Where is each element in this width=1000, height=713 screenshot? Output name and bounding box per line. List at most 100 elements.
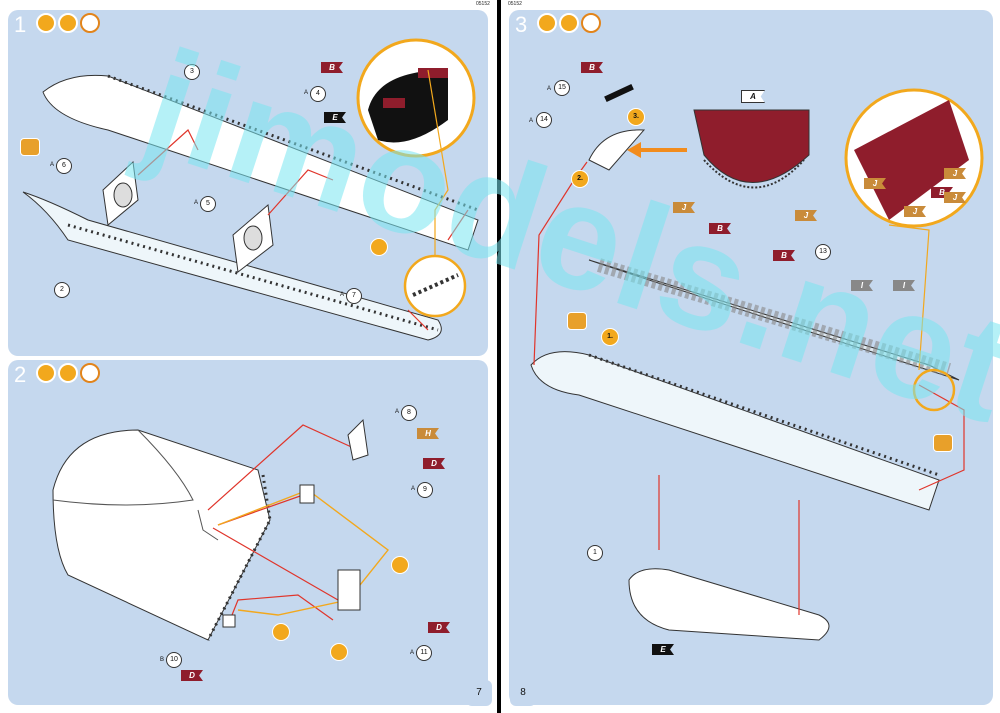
step-3-number: 3 xyxy=(515,12,528,37)
step-2-red-guides xyxy=(207,424,359,626)
part-6-hole xyxy=(113,182,133,208)
flag-d-1: D xyxy=(423,458,445,469)
step-2-icons xyxy=(36,363,100,383)
flag-j-3: J xyxy=(944,168,966,179)
part-14-callout: 14 xyxy=(536,112,552,128)
page-code-left: 05152 xyxy=(476,1,490,7)
part-2-callout: 2 xyxy=(54,282,70,298)
flag-b-1: B xyxy=(581,62,603,73)
stern-section xyxy=(52,429,271,641)
detail-b-left xyxy=(383,98,405,108)
page-number-right: 8 xyxy=(510,680,536,706)
part-9-prefix: A xyxy=(411,486,416,492)
flag-e: E xyxy=(652,644,674,655)
flag-i-2: I xyxy=(893,280,915,291)
part-7-callout: 7 xyxy=(346,288,362,304)
part-5-prefix: A xyxy=(194,200,199,206)
part-10-callout: 10 xyxy=(166,652,182,668)
flag-j-6: J xyxy=(864,178,886,189)
paint-brush-icon xyxy=(370,238,388,256)
clock-icon xyxy=(581,13,601,33)
part-9-shape xyxy=(299,484,315,504)
step-1-panel: 1 3 A 4 A 6 A 5 A 7 2 B E xyxy=(8,10,488,356)
substep-1-badge: 1. xyxy=(601,328,619,346)
glue-icon xyxy=(58,13,78,33)
step-3-panel: 3 A 15 A 14 13 1 B A J B J B xyxy=(509,10,993,705)
substep-2-badge: 2. xyxy=(571,170,589,188)
part-11-shape xyxy=(337,569,361,611)
step-2-panel: 2 A 8 A 9 B 10 A 11 H D D D xyxy=(8,360,488,705)
bow-guide xyxy=(533,161,588,366)
flag-j-2: J xyxy=(795,210,817,221)
brush-icon xyxy=(537,13,557,33)
part-8-shape xyxy=(347,418,369,461)
step-2-illustration xyxy=(52,418,389,641)
hull-lower-portholes xyxy=(67,223,439,332)
part-8-prefix: A xyxy=(395,409,400,415)
part-13-callout: 13 xyxy=(815,244,831,260)
glue-tube-icon xyxy=(20,138,40,156)
hull-deck-edge xyxy=(588,353,940,477)
part-10-prefix: B xyxy=(160,657,165,663)
detail-2-portholes xyxy=(412,273,459,297)
paint-brush-icon xyxy=(330,643,348,661)
part-4-prefix: A xyxy=(304,90,309,96)
assembled-hull xyxy=(530,351,940,511)
part-3-callout: 3 xyxy=(184,64,200,80)
stern-guide xyxy=(918,384,965,491)
step-1-number: 1 xyxy=(14,12,27,37)
step-3-icons xyxy=(537,13,601,33)
part-14-prefix: A xyxy=(529,118,534,124)
rudder-mount xyxy=(197,509,219,541)
flag-j-5: J xyxy=(904,206,926,217)
detail-connector xyxy=(427,69,449,256)
deck-grid xyxy=(596,258,952,377)
part-15-shape xyxy=(604,83,634,103)
step-2-orange-guides xyxy=(217,489,389,616)
step-3-illustration xyxy=(530,83,984,641)
flag-e: E xyxy=(324,112,346,123)
detail-part-4 xyxy=(368,70,448,143)
clock-icon xyxy=(80,363,100,383)
glue-tube-icon xyxy=(567,312,587,330)
step-1-icons xyxy=(36,13,100,33)
step-1-illustration xyxy=(22,38,479,341)
flag-b: B xyxy=(321,62,343,73)
stand-guides xyxy=(658,475,800,615)
part-11-callout: 11 xyxy=(416,645,432,661)
part-1-stand xyxy=(628,568,830,641)
stern-lines xyxy=(52,429,194,506)
detail-circle-2 xyxy=(403,254,467,318)
part-5-hole xyxy=(243,225,263,251)
bow-detail-maroon xyxy=(693,109,810,183)
paint-brush-icon xyxy=(272,623,290,641)
flag-j-4: J xyxy=(944,192,966,203)
part-6-prefix: A xyxy=(50,162,55,168)
part-7-prefix: A xyxy=(340,292,345,298)
part-9-callout: 9 xyxy=(417,482,433,498)
detail-4-connector xyxy=(888,224,930,371)
part-10-shape xyxy=(222,614,236,628)
flag-h: H xyxy=(417,428,439,439)
flag-d-2: D xyxy=(428,622,450,633)
step-2-number: 2 xyxy=(14,362,27,387)
page-number-left: 7 xyxy=(466,680,492,706)
brush-icon xyxy=(36,13,56,33)
glue-icon xyxy=(58,363,78,383)
glue-tube-icon xyxy=(933,434,953,452)
flag-i-1: I xyxy=(851,280,873,291)
part-15-callout: 15 xyxy=(554,80,570,96)
arrow-orange-head xyxy=(627,142,641,158)
page-divider xyxy=(497,0,501,713)
page-code-right: 05152 xyxy=(508,1,522,7)
assembly-guides xyxy=(137,129,469,331)
detail-b-right xyxy=(418,68,448,78)
part-6-callout: 6 xyxy=(56,158,72,174)
part-14-shape xyxy=(588,129,646,171)
part-1-callout: 1 xyxy=(587,545,603,561)
glue-icon xyxy=(559,13,579,33)
hull-half-upper xyxy=(42,74,479,251)
part-4-callout: 4 xyxy=(310,86,326,102)
flag-b-4: B xyxy=(931,187,953,198)
hull-half-lower xyxy=(22,191,442,341)
